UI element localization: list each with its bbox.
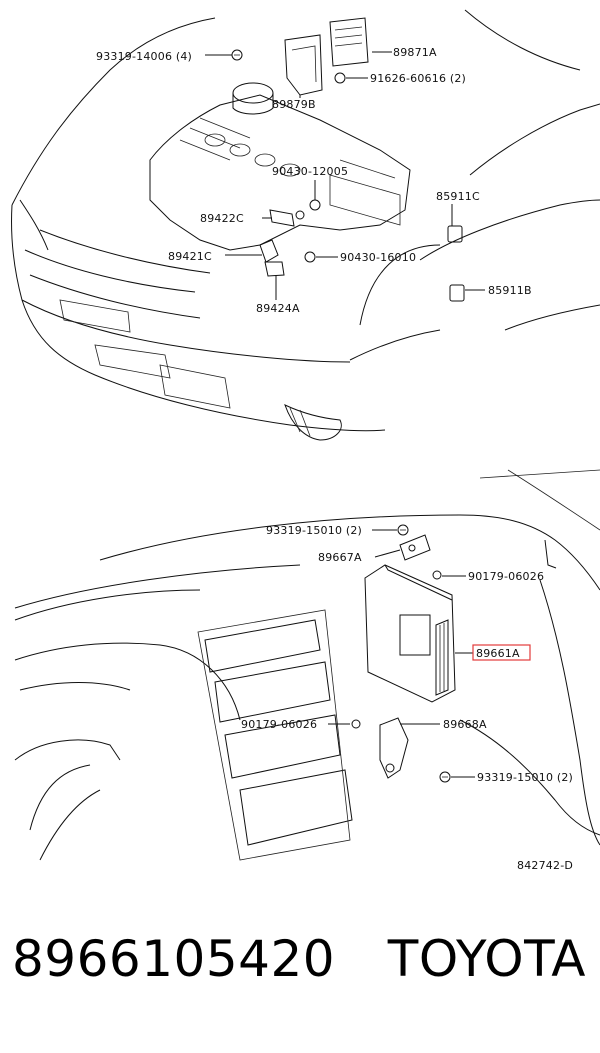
label-89879B: 89879B [272, 98, 316, 111]
dashboard-illustration [14, 469, 600, 861]
dashboard-part-labels: 93319-15010 (2) 89667A 90179-06026 89661… [241, 524, 573, 872]
drawing-number: 842742-D [517, 859, 573, 872]
label-85911C: 85911C [436, 190, 480, 203]
label-85911B: 85911B [488, 284, 532, 297]
label-89667A: 89667A [318, 551, 362, 564]
label-89421C: 89421C [168, 250, 212, 263]
part-number: 8966105420 [12, 930, 336, 988]
label-89871A: 89871A [393, 46, 437, 59]
diagram-canvas: 93319-14006 (4) 89871A 91626-60616 (2) 8… [11, 9, 600, 872]
label-90430-16010: 90430-16010 [340, 251, 416, 264]
label-93319-14006: 93319-14006 (4) [96, 50, 192, 63]
engine-bay-illustration [11, 9, 600, 441]
label-90430-12005: 90430-12005 [272, 165, 348, 178]
label-93319-15010-bottom: 93319-15010 (2) [477, 771, 573, 784]
label-89668A: 89668A [443, 718, 487, 731]
label-89661A: 89661A [476, 647, 520, 660]
label-89422C: 89422C [200, 212, 244, 225]
label-93319-15010-top: 93319-15010 (2) [266, 524, 362, 537]
label-90179-06026-right: 90179-06026 [468, 570, 544, 583]
engine-part-labels: 93319-14006 (4) 89871A 91626-60616 (2) 8… [96, 46, 532, 315]
footer: 8966105420 TOYOTA [0, 930, 600, 1030]
label-90179-06026-left: 90179-06026 [241, 718, 317, 731]
label-89424A: 89424A [256, 302, 300, 315]
label-91626-60616: 91626-60616 (2) [370, 72, 466, 85]
highlight-box-89661A [472, 644, 531, 661]
brand-name: TOYOTA [387, 930, 586, 988]
